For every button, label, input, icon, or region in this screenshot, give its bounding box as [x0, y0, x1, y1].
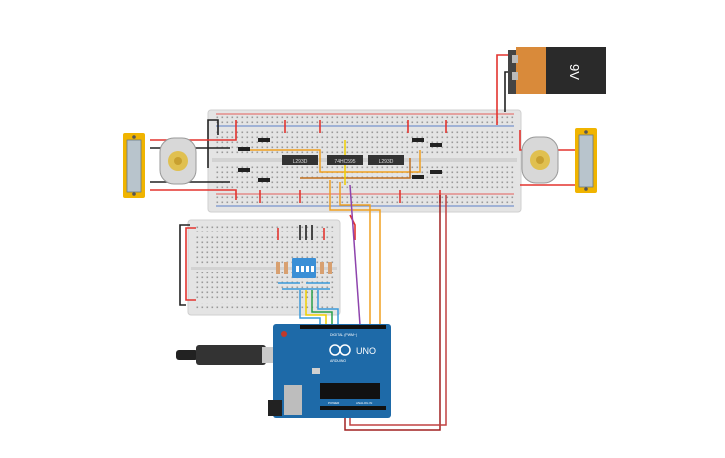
left-dc-motor[interactable]: [159, 137, 197, 185]
shift-register-ic[interactable]: 74HC595: [327, 155, 363, 165]
left-motor-holder[interactable]: [123, 133, 145, 198]
svg-text:74HC595: 74HC595: [334, 159, 355, 165]
arduino-digital-label: DIGITAL (PWM~): [330, 333, 357, 337]
battery-9v[interactable]: 9V: [508, 47, 606, 94]
arduino-logo-text: UNO: [356, 346, 376, 356]
motor-driver-ic-1[interactable]: L293D: [282, 155, 318, 165]
main-breadboard[interactable]: [207, 109, 522, 213]
svg-text:L293D: L293D: [293, 159, 308, 165]
arduino-analog-label: ANALOG IN: [356, 401, 372, 405]
small-breadboard[interactable]: [187, 219, 341, 316]
signal-wires[interactable]: [250, 140, 421, 326]
arduino-logo: [329, 344, 351, 356]
arduino-brand-text: ARDUINO: [330, 359, 346, 363]
arduino-power-label: POWER: [328, 401, 340, 405]
right-motor-holder[interactable]: [575, 128, 597, 193]
blue-jumper-wires[interactable]: [278, 282, 330, 290]
motor-driver-ic-2[interactable]: L293D: [368, 155, 404, 165]
svg-text:L293D: L293D: [379, 159, 394, 165]
resistors[interactable]: [276, 262, 332, 274]
arduino-uno-board[interactable]: UNO ARDUINO DIGITAL (PWM~) POWER ANALOG …: [268, 324, 391, 418]
battery-voltage-label: 9V: [567, 64, 582, 80]
right-dc-motor[interactable]: [521, 136, 559, 184]
dip-switch[interactable]: [292, 258, 316, 278]
diodes[interactable]: [238, 138, 442, 182]
